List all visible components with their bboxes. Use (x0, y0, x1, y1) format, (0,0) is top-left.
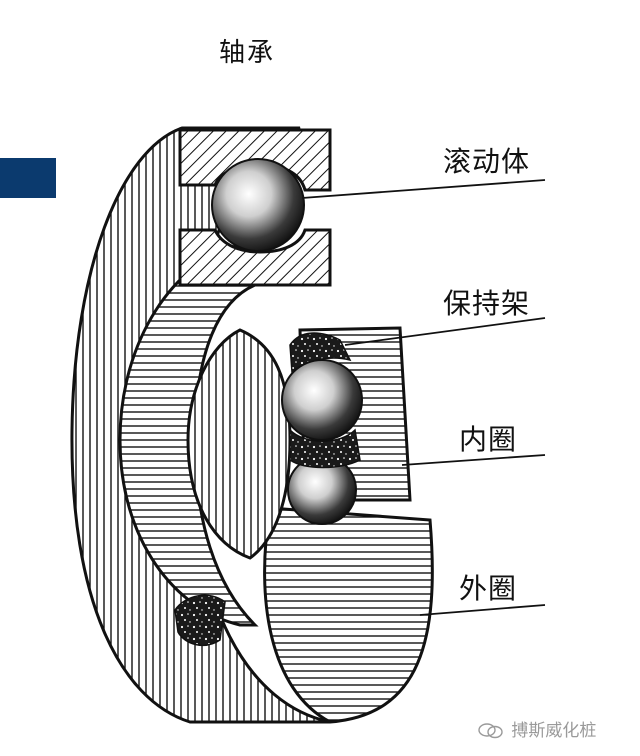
leader-rolling-element (301, 179, 546, 199)
wechat-icon (478, 723, 504, 739)
ball-middle (281, 359, 363, 441)
label-cage: 保持架 (443, 287, 531, 320)
label-outer-ring: 外圈 (459, 572, 518, 605)
ball-top (211, 158, 305, 252)
leader-inner-ring (401, 454, 546, 466)
accent-bar (0, 158, 56, 198)
leader-outer-ring (419, 604, 546, 616)
label-rolling-element: 滚动体 (443, 145, 531, 178)
label-inner-ring: 内圈 (459, 423, 518, 456)
leader-lines (301, 179, 546, 616)
cage (174, 332, 361, 647)
diagram-title: 轴承 (219, 38, 276, 68)
leader-cage (344, 317, 546, 346)
watermark-text: 搏斯威化桩 (511, 721, 597, 741)
watermark: 搏斯威化桩 (478, 716, 596, 741)
outer-ring (70, 126, 434, 724)
